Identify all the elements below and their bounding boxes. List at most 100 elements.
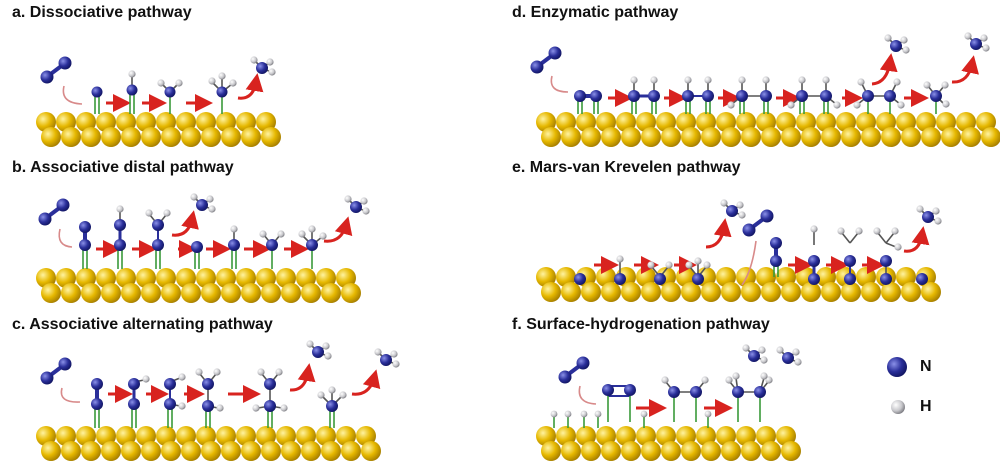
desorption-arrow — [951, 55, 979, 84]
desorption-arrow — [351, 369, 381, 396]
gold-surface — [36, 426, 381, 461]
hydrogen-atom — [317, 391, 325, 399]
nitrogen-atom — [628, 90, 640, 102]
hydrogen-atom — [580, 410, 588, 418]
hydrogen-atom — [916, 205, 924, 213]
hydrogen-atom — [128, 70, 136, 78]
hydrogen-atom — [900, 36, 908, 44]
panel-a: a. Dissociative pathway — [0, 0, 300, 150]
nitrogen-atom — [350, 201, 362, 213]
nitrogen-atom — [558, 370, 572, 384]
nitrogen-atom — [844, 273, 856, 285]
hydrogen-atom — [738, 76, 746, 84]
nitrogen-atom — [574, 273, 586, 285]
hydrogen-atom — [857, 78, 865, 86]
approach-arrow — [578, 385, 597, 405]
hydrogen-atom — [616, 255, 624, 263]
hydrogen-atom — [116, 205, 124, 213]
hydrogen-atom — [738, 211, 746, 219]
nitrogen-atom — [690, 386, 702, 398]
desorption-arrow — [323, 216, 353, 243]
nitrogen-atom — [668, 386, 680, 398]
hydrogen-atom — [339, 391, 347, 399]
hydrogen-atom — [250, 56, 258, 64]
hydrogen-atom — [257, 368, 265, 376]
approach-arrow — [58, 228, 73, 248]
nitrogen-atom — [862, 90, 874, 102]
nitrogen-atom — [880, 273, 892, 285]
nitrogen-atom — [164, 398, 176, 410]
hydrogen-atom — [308, 225, 316, 233]
panel-f-scheme — [536, 344, 802, 461]
hydrogen-atom — [218, 72, 226, 80]
hydrogen-atom — [277, 230, 285, 238]
hydrogen-atom — [362, 207, 370, 215]
panel-a-scheme — [36, 56, 281, 147]
hydrogen-atom — [564, 410, 572, 418]
nitrogen-atom — [58, 56, 72, 70]
hydrogen-atom — [266, 58, 274, 66]
nitrogen-atom — [614, 273, 626, 285]
hydrogen-atom — [594, 410, 602, 418]
legend-label-nitrogen: N — [920, 358, 932, 375]
hydrogen-atom — [175, 79, 183, 87]
nitrogen-atom — [760, 90, 772, 102]
panel-b-title: b. Associative distal pathway — [12, 159, 234, 176]
nitrogen-atom — [91, 398, 103, 410]
nitrogen-atom — [530, 60, 544, 74]
hydrogen-atom — [684, 76, 692, 84]
nitrogen-atom — [548, 46, 562, 60]
hydrogen-atom — [884, 34, 892, 42]
nitrogen-atom — [602, 384, 614, 396]
nitrogen-atom — [590, 90, 602, 102]
panel-c-scheme — [36, 340, 400, 461]
hydrogen-atom — [762, 76, 770, 84]
hydrogen-atom — [630, 76, 638, 84]
hydrogen-atom — [640, 410, 648, 418]
nitrogen-atom — [726, 205, 738, 217]
nitrogen-atom — [890, 40, 902, 52]
hydrogen-atom — [550, 410, 558, 418]
hydrogen-atom — [190, 193, 198, 201]
nitrogen-atom — [692, 273, 704, 285]
nitrogen-atom — [820, 90, 832, 102]
nitrogen-atom — [306, 239, 318, 251]
nitrogen-atom — [736, 90, 748, 102]
hydrogen-atom — [322, 342, 330, 350]
hydrogen-atom — [758, 346, 766, 354]
hydrogen-atom — [252, 404, 260, 412]
hydrogen-atom — [694, 257, 702, 265]
approach-arrow — [741, 240, 757, 286]
hydrogen-atom — [704, 76, 712, 84]
hydrogen-atom — [792, 348, 800, 356]
nitrogen-atom — [114, 239, 126, 251]
hydrogen-atom — [230, 225, 238, 233]
hydrogen-atom — [195, 368, 203, 376]
nitrogen-atom — [56, 198, 70, 212]
nitrogen-atom — [648, 90, 660, 102]
nitrogen-atom — [152, 219, 164, 231]
nitrogen-atom — [152, 239, 164, 251]
nitrogen-atom-icon — [887, 357, 907, 377]
legend-item-hydrogen: H — [890, 398, 932, 416]
hydrogen-atom — [980, 34, 988, 42]
hydrogen-atom — [893, 78, 901, 86]
panel-b: b. Associative distal pathway — [0, 155, 380, 305]
hydrogen-atom — [810, 225, 818, 233]
nitrogen-atom — [884, 90, 896, 102]
hydrogen-atom — [894, 243, 902, 251]
panel-a-title: a. Dissociative pathway — [12, 4, 192, 21]
hydrogen-atom — [178, 373, 186, 381]
gold-surface — [536, 112, 1000, 147]
nitrogen-atom — [128, 398, 140, 410]
desorption-arrow — [171, 210, 199, 237]
nitrogen-atom — [191, 241, 203, 253]
nitrogen-atom — [79, 221, 91, 233]
nitrogen-atom — [202, 378, 214, 390]
desorption-arrow — [871, 53, 898, 86]
approach-arrow — [62, 85, 83, 105]
nitrogen-atom — [654, 273, 666, 285]
gold-surface — [36, 268, 361, 303]
hydrogen-atom — [902, 46, 910, 54]
nitrogen-atom — [264, 378, 276, 390]
